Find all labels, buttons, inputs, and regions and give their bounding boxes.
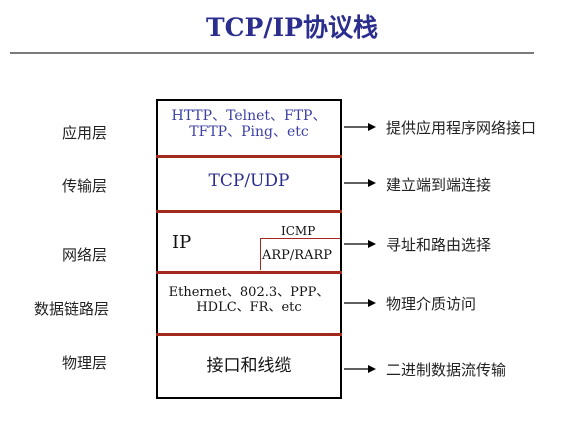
application-protocols: HTTP、Telnet、FTP、 TFTP、Ping、etc	[158, 108, 340, 140]
layer-divider	[156, 155, 342, 158]
datalink-protocols: Ethernet、802.3、PPP、 HDLC、FR、etc	[158, 285, 340, 316]
layer-divider	[156, 333, 342, 336]
datalink-protocols-line-1: Ethernet、802.3、PPP、	[168, 285, 330, 300]
network-protocol-icmp: ICMP	[281, 224, 316, 238]
layer-name-datalink: 数据链路层	[34, 300, 110, 318]
function-network: 寻址和路由选择	[386, 236, 492, 254]
network-protocol-ip: IP	[172, 232, 192, 253]
diagram-title: TCP/IP协议栈	[206, 13, 378, 42]
function-transport: 建立端到端连接	[386, 176, 492, 194]
layer-divider	[156, 210, 342, 213]
physical-protocols: 接口和线缆	[206, 356, 292, 376]
layer-name-transport: 传输层	[62, 177, 108, 195]
application-protocols-line-2: TFTP、Ping、etc	[189, 124, 309, 141]
right-arrow-icon	[344, 299, 376, 307]
layer-name-network: 网络层	[62, 246, 108, 264]
layer-name-application: 应用层	[62, 124, 108, 142]
arp-rarp-box	[260, 238, 340, 270]
title-rule	[10, 52, 534, 54]
right-arrow-icon	[344, 123, 376, 131]
transport-protocols: TCP/UDP	[208, 171, 290, 191]
right-arrow-icon	[344, 179, 376, 187]
function-physical: 二进制数据流传输	[386, 361, 507, 379]
layer-divider	[156, 271, 342, 274]
layer-name-physical: 物理层	[62, 354, 108, 372]
application-protocols-line-1: HTTP、Telnet、FTP、	[171, 108, 327, 124]
right-arrow-icon	[344, 240, 376, 248]
network-protocol-arp: ARP/RARP	[262, 248, 333, 263]
function-datalink: 物理介质访问	[386, 295, 477, 313]
right-arrow-icon	[344, 365, 376, 373]
datalink-protocols-line-2: HDLC、FR、etc	[196, 299, 302, 315]
protocol-stack-box	[156, 99, 342, 399]
function-application: 提供应用程序网络接口	[386, 119, 537, 137]
